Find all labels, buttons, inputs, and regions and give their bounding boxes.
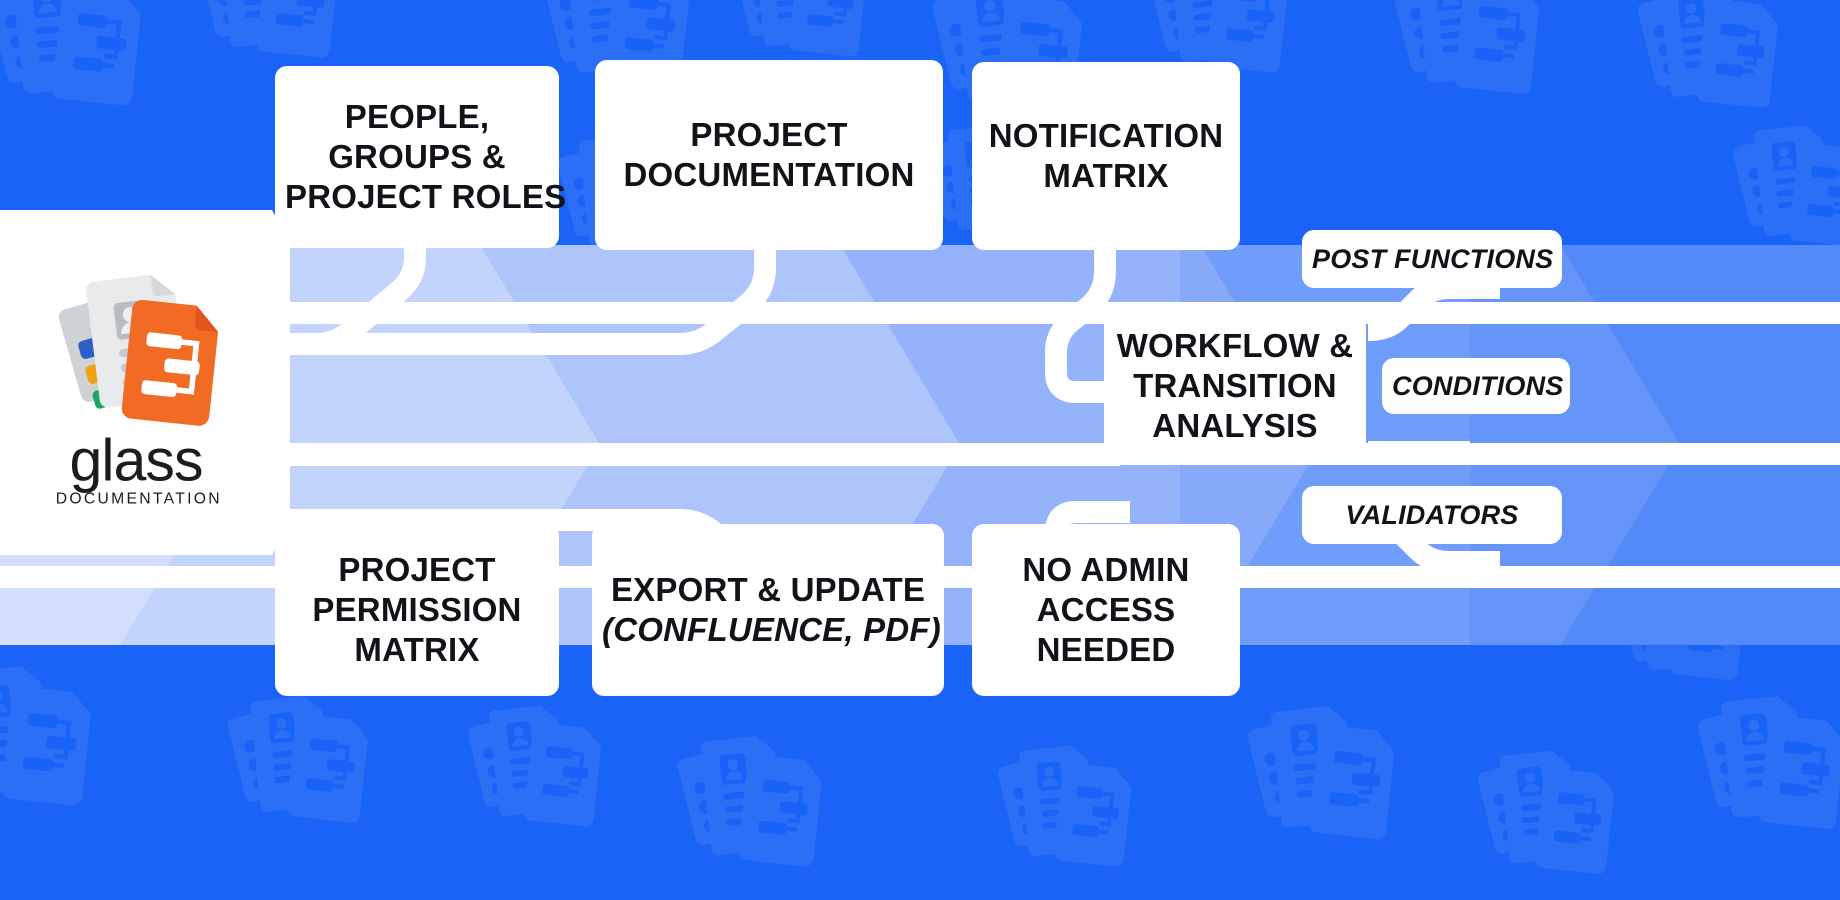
logo-panel-wedge: [200, 210, 290, 555]
node-line: WORKFLOW &: [1116, 326, 1354, 364]
node-workflow-transition-analysis[interactable]: WORKFLOW & TRANSITION ANALYSIS: [1104, 312, 1366, 460]
brand-logo: glass DOCUMENTATION: [0, 210, 272, 555]
brand-subtitle: DOCUMENTATION: [56, 490, 222, 507]
pill-label: CONDITIONS: [1392, 370, 1564, 401]
node-line: PEOPLE,: [344, 97, 490, 135]
node-line: PROJECT ROLES: [285, 178, 567, 216]
node-line: NEEDED: [1036, 631, 1176, 669]
pill-label: POST FUNCTIONS: [1312, 243, 1554, 274]
node-people-groups-project-roles[interactable]: PEOPLE, GROUPS & PROJECT ROLES: [275, 66, 567, 248]
node-notification-matrix[interactable]: NOTIFICATION MATRIX: [972, 62, 1240, 250]
node-line: PROJECT: [338, 550, 496, 588]
node-project-permission-matrix[interactable]: PROJECT PERMISSION MATRIX: [275, 524, 559, 696]
node-line: ANALYSIS: [1152, 407, 1318, 445]
node-line-italic: (CONFLUENCE, PDF): [602, 611, 941, 648]
node-line: DOCUMENTATION: [623, 156, 915, 193]
glass-documentation-logo-icon: [58, 274, 218, 426]
node-no-admin-access-needed[interactable]: NO ADMIN ACCESS NEEDED: [972, 524, 1240, 696]
node-line: MATRIX: [354, 631, 480, 669]
brand-name: glass: [69, 434, 202, 494]
node-line: NOTIFICATION: [988, 116, 1224, 154]
node-project-documentation[interactable]: PROJECT DOCUMENTATION: [595, 60, 943, 250]
pill-label: VALIDATORS: [1345, 499, 1519, 530]
node-line: ACCESS: [1036, 590, 1176, 628]
node-line: PROJECT: [690, 115, 848, 153]
node-line: MATRIX: [1043, 157, 1169, 194]
node-validators[interactable]: VALIDATORS: [1302, 486, 1562, 544]
node-line: NO ADMIN: [1022, 550, 1190, 588]
node-line: EXPORT & UPDATE: [610, 570, 926, 608]
node-conditions[interactable]: CONDITIONS: [1382, 358, 1570, 414]
node-post-functions[interactable]: POST FUNCTIONS: [1302, 230, 1562, 288]
node-line: PERMISSION: [312, 590, 522, 628]
node-line: GROUPS &: [328, 137, 506, 175]
node-line: TRANSITION: [1133, 366, 1337, 404]
node-export-and-update[interactable]: EXPORT & UPDATE (CONFLUENCE, PDF): [592, 524, 944, 696]
brand-wordmark: glass DOCUMENTATION: [56, 434, 222, 507]
